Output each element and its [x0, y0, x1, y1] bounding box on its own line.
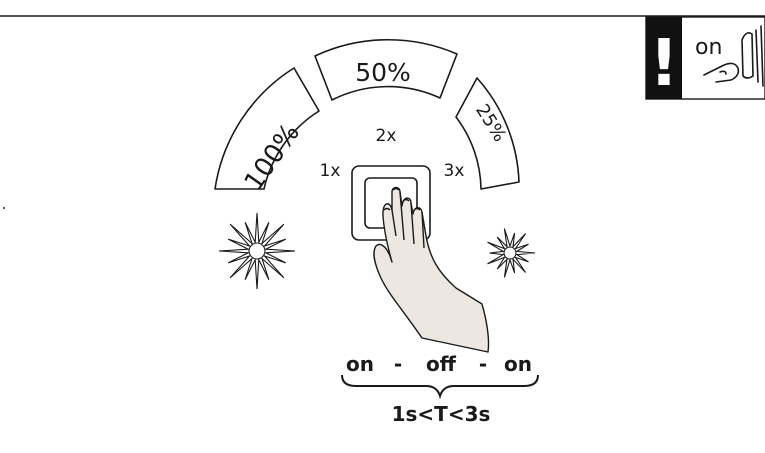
level-50-label: 50% [355, 58, 411, 87]
sun-dim-icon [488, 229, 536, 278]
sequence-dash-1: - [394, 352, 402, 376]
warning-on-label: on [695, 35, 722, 60]
sequence-off: off [426, 352, 457, 376]
sequence-on-2: on [504, 352, 532, 376]
press-1x-label: 1x [320, 161, 341, 181]
timing-brace [342, 375, 538, 396]
warning-mark: ! [649, 27, 678, 101]
warning-box: ! on [646, 17, 765, 101]
sequence-on-1: on [346, 352, 374, 376]
press-2x-label: 2x [376, 126, 397, 146]
hand-pressing-icon [374, 188, 489, 353]
sun-core [249, 243, 265, 259]
press-3x-label: 3x [444, 161, 465, 181]
sun-core [504, 247, 516, 259]
sequence-dash-2: - [479, 352, 487, 376]
sun-bright-icon [219, 213, 295, 289]
timing-label: 1s<T<3s [392, 402, 491, 426]
margin-dot [3, 207, 5, 209]
